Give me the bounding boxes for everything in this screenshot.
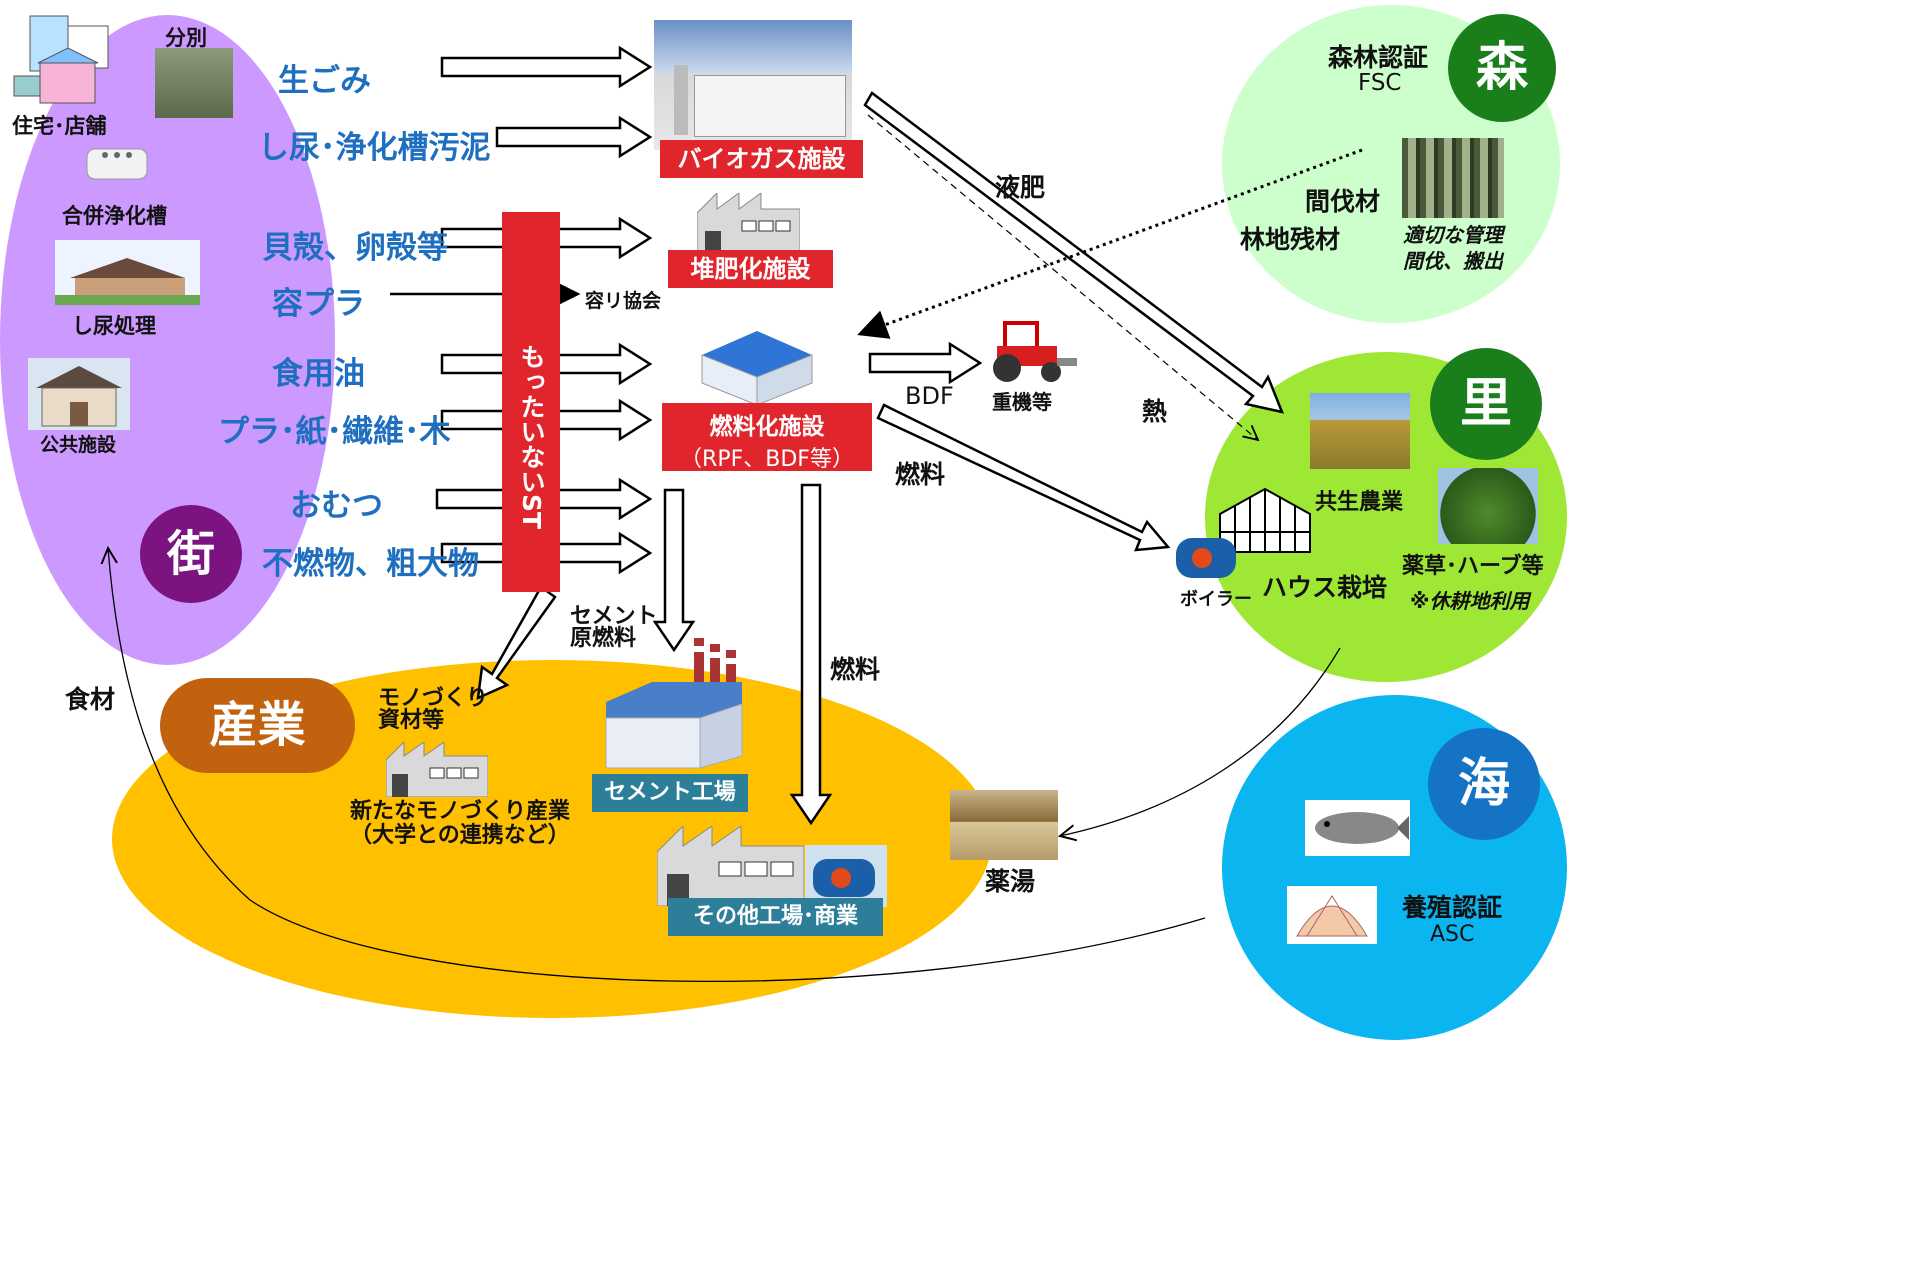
- cement-factory-icon: [605, 638, 743, 769]
- input-night-soil-sludge: し尿･浄化槽汚泥: [258, 130, 491, 166]
- boiler-label: ボイラー: [1180, 589, 1252, 610]
- rice-field-photo: [1310, 393, 1410, 469]
- industry-badge: 産業: [160, 678, 355, 773]
- septic-tank-icon: [86, 148, 148, 180]
- medicinal-bath-photo: [950, 790, 1058, 860]
- input-containers: 容プラ: [272, 286, 365, 322]
- sorting-photo: [155, 48, 233, 118]
- other-factory-icon: [657, 826, 804, 906]
- herbs-label: 薬草･ハーブ等: [1402, 554, 1544, 579]
- forest-photo: [1402, 138, 1504, 218]
- fallow-note-label: ※休耕地利用: [1410, 589, 1530, 613]
- aquaculture-cert-label: 養殖認証: [1402, 893, 1503, 922]
- input-plastic-paper: プラ･紙･繊維･木: [218, 414, 451, 450]
- septic-label: 合併浄化槽: [62, 204, 167, 228]
- arrow-bdf: [868, 341, 983, 385]
- public-facility-label: 公共施設: [40, 434, 117, 456]
- cement-factory-label: セメント工場: [592, 774, 748, 812]
- input-cooking-oil: 食用油: [272, 356, 365, 392]
- heavy-machinery-label: 重機等: [992, 390, 1052, 414]
- arrow-garbage: [440, 45, 653, 89]
- food-label: 食材: [65, 685, 116, 714]
- night-soil-label: し尿処理: [72, 314, 156, 338]
- new-industry-label: 新たなモノづくり産業（大学との連携など）: [350, 799, 571, 848]
- input-garbage: 生ごみ: [278, 63, 371, 99]
- forest-residue-label: 林地残材: [1240, 225, 1341, 254]
- tractor-icon: [993, 321, 1077, 382]
- arrow-other-factory: [789, 483, 833, 826]
- forest-cert-code: FSC: [1358, 70, 1402, 96]
- forest-badge: 森: [1448, 14, 1556, 122]
- houses-label: 住宅･店舗: [12, 114, 107, 138]
- arrow-cement: [652, 488, 696, 653]
- boiler-photo-industry: [805, 845, 887, 907]
- new-industry-factory-icon: [386, 742, 488, 797]
- monozukuri-label: モノづくり資材等: [378, 686, 489, 733]
- fuel-down-label: 燃料: [830, 655, 881, 684]
- medicinal-bath-label: 薬湯: [985, 867, 1036, 896]
- fuel-facility-icon: [697, 325, 815, 408]
- herb-photo: [1438, 468, 1538, 544]
- houses-icon: [13, 15, 109, 104]
- input-bulky: 不燃物、粗大物: [262, 546, 479, 582]
- bdf-label: BDF: [905, 382, 954, 410]
- other-factory-label: その他工場･商業: [668, 898, 883, 936]
- input-diapers: おむつ: [290, 488, 383, 524]
- fuel-to-village-label: 燃料: [895, 460, 946, 489]
- public-facility-icon: [28, 358, 130, 430]
- greenhouse-label: ハウス栽培: [1262, 573, 1388, 602]
- heat-label: 熱: [1142, 397, 1168, 426]
- compost-factory-icon: [697, 193, 800, 253]
- input-shells: 貝殻、卵殻等: [262, 230, 448, 266]
- fuel-facility-label: 燃料化施設 （RPF、BDF等）: [662, 403, 872, 472]
- boiler-icon: [1176, 538, 1236, 578]
- thinned-wood-label: 間伐材: [1305, 187, 1381, 216]
- mottainai-station: もったいないST: [502, 212, 560, 592]
- symbiotic-agriculture-label: 共生農業: [1315, 490, 1404, 515]
- arrow-sludge: [495, 115, 653, 159]
- biogas-facility-label: バイオガス施設: [660, 140, 863, 178]
- compost-facility-label: 堆肥化施設: [668, 250, 833, 288]
- arrow-fuel-village: [876, 403, 1171, 552]
- night-soil-plant-icon: [55, 240, 200, 305]
- forest-management-label: 適切な管理間伐、搬出: [1403, 223, 1503, 273]
- scallop-icon: [1287, 886, 1377, 944]
- town-badge: 街: [140, 505, 242, 603]
- arrow-monozukuri: [476, 585, 557, 701]
- fish-icon: [1305, 800, 1410, 856]
- sea-badge: 海: [1428, 728, 1540, 840]
- liquid-fertilizer-label: 液肥: [995, 173, 1046, 202]
- sorting-label: 分別: [165, 26, 207, 50]
- aquaculture-cert-code: ASC: [1430, 922, 1475, 947]
- village-badge: 里: [1430, 348, 1542, 460]
- recycle-association-label: 容リ協会: [585, 290, 662, 312]
- arrow-liquid-fertilizer: [863, 91, 1285, 414]
- forest-cert-label: 森林認証: [1328, 43, 1429, 72]
- cement-raw-label: セメント原燃料: [570, 604, 658, 651]
- biogas-photo: [654, 20, 852, 150]
